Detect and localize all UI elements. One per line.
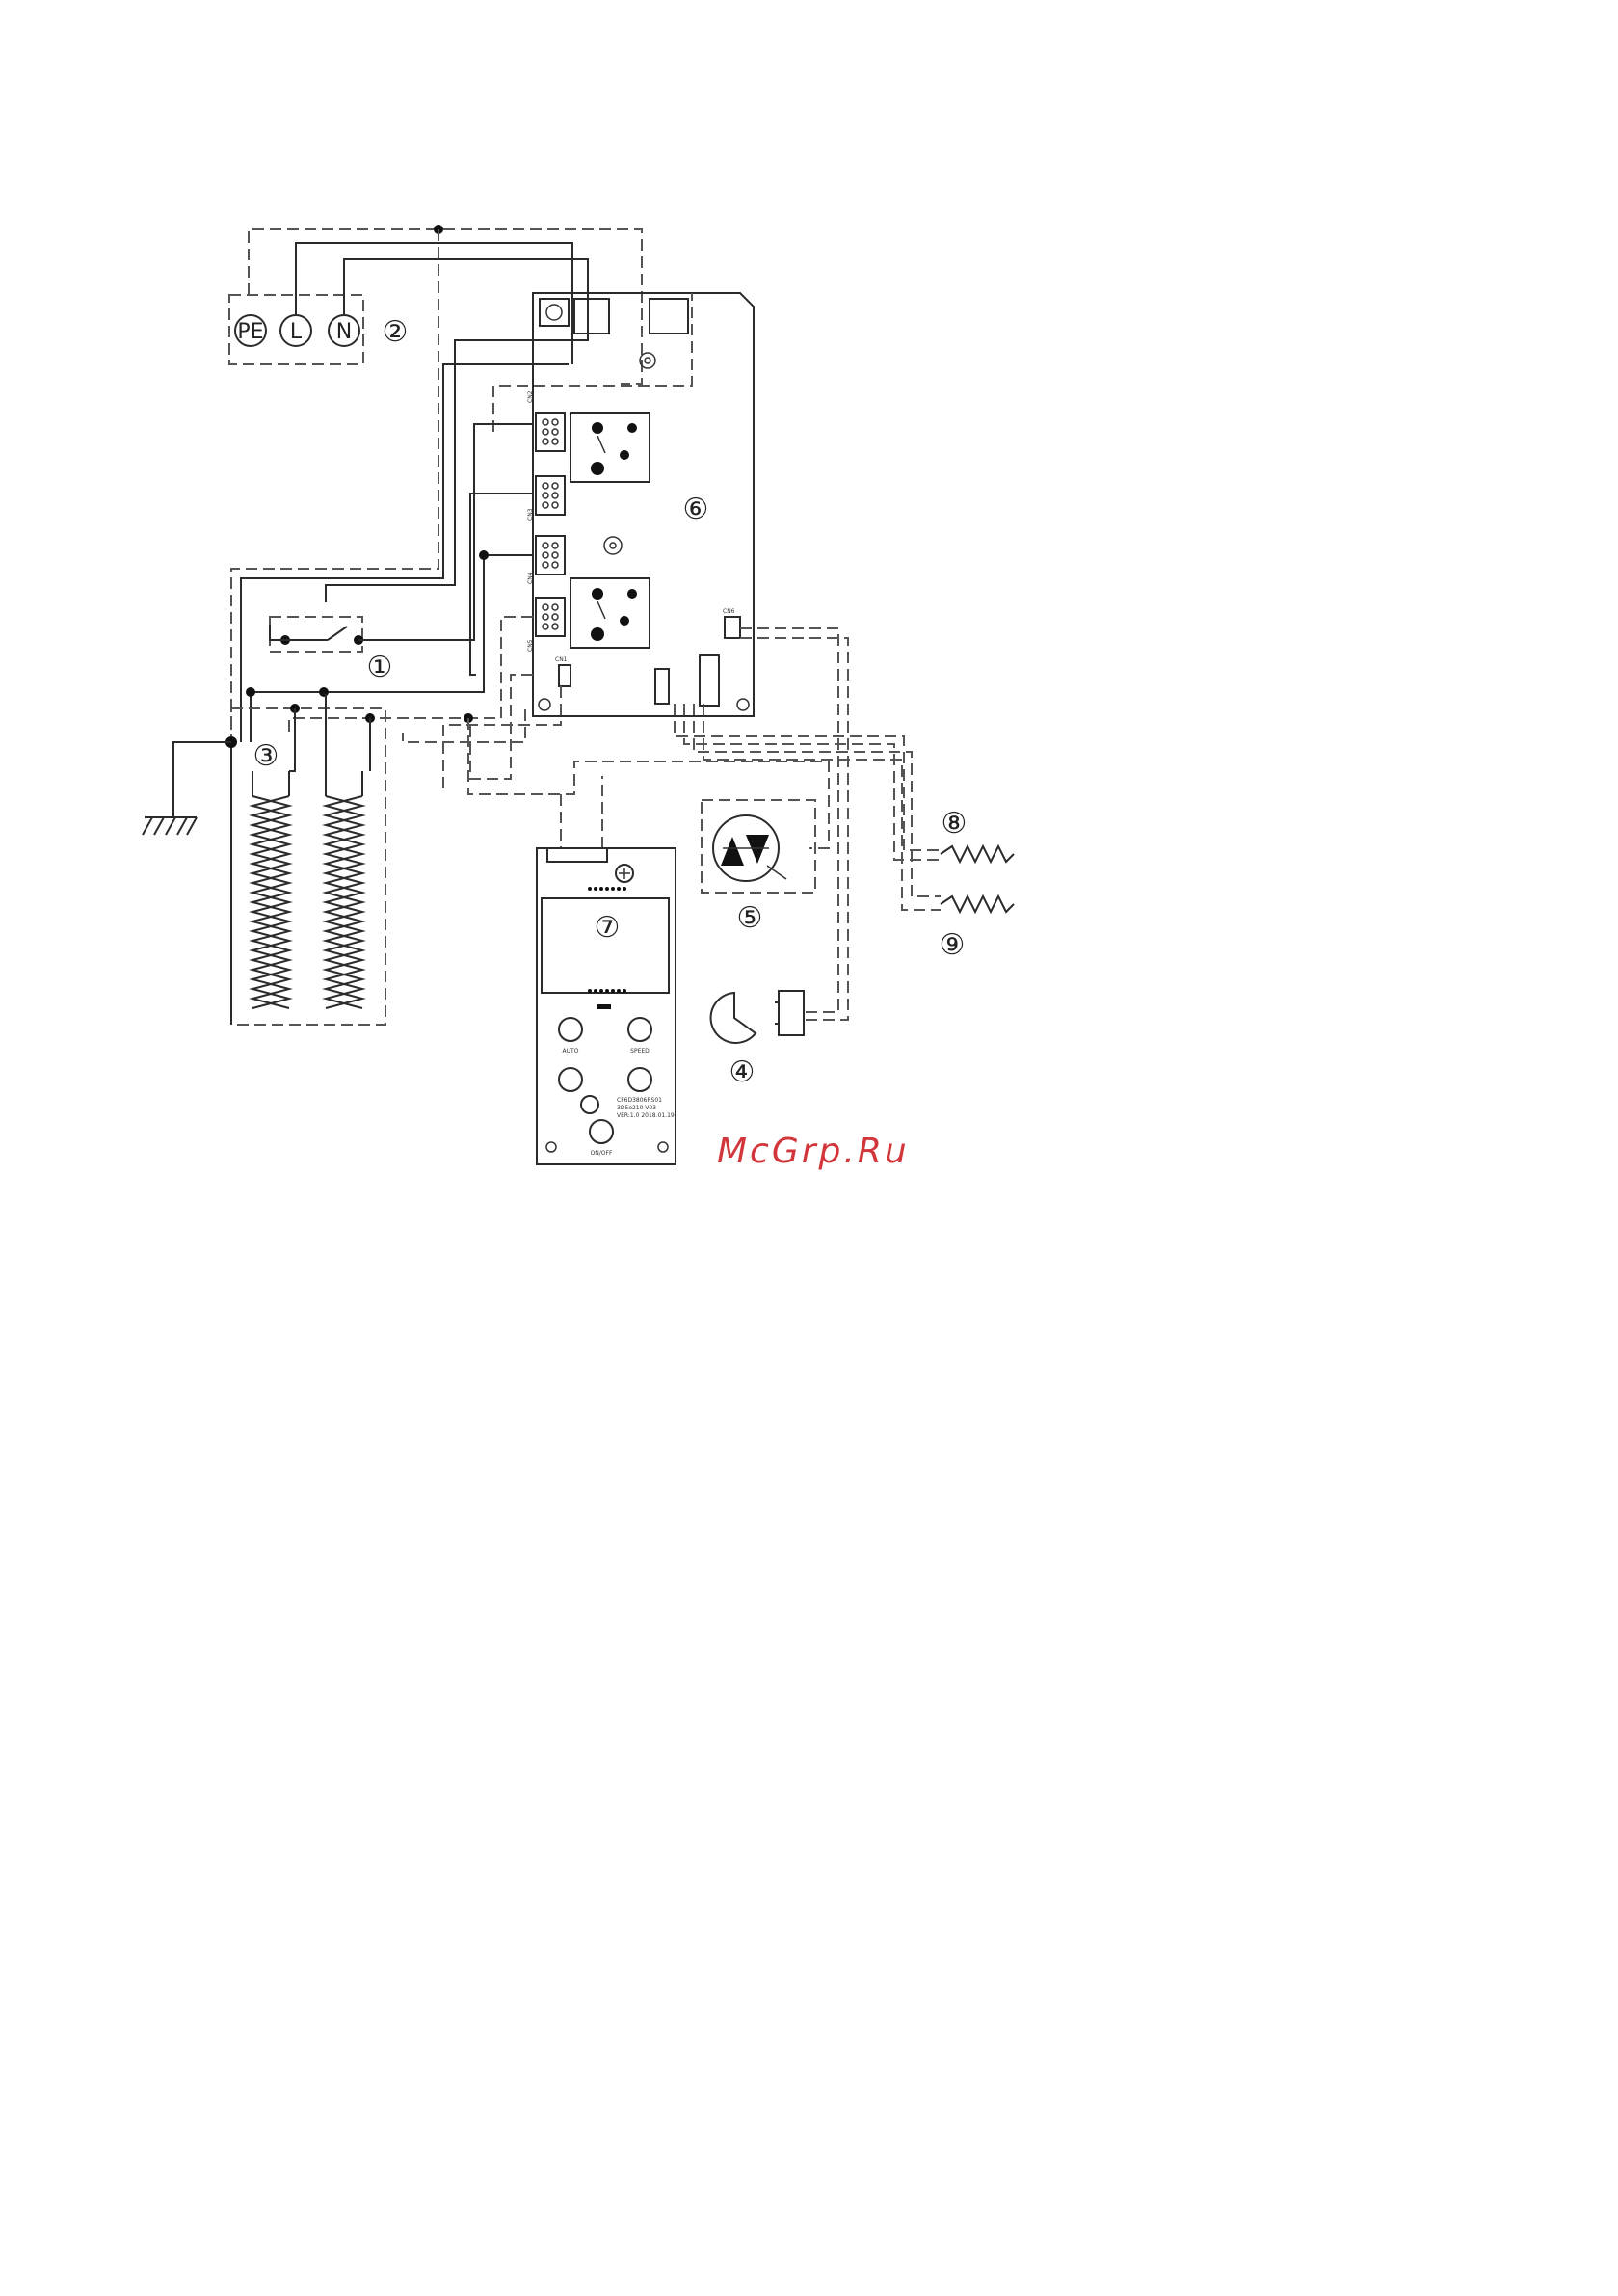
callout-4: ④ xyxy=(729,1055,756,1089)
power-terminal-block: PE L N ② xyxy=(229,295,408,364)
label-cn1: CN1 xyxy=(555,656,568,663)
display-board: AUTO SPEED ON/OFF CF6D3806RS01 3D5e210-V… xyxy=(468,718,829,1164)
callout-7: ⑦ xyxy=(595,911,621,945)
callout-9: ⑨ xyxy=(940,928,966,962)
label-cn3: CN3 xyxy=(527,508,534,521)
ground-icon xyxy=(143,742,231,835)
label-cn2: CN2 xyxy=(527,390,534,403)
callout-1: ① xyxy=(367,651,393,684)
thermal-fuse: ⑤ xyxy=(702,800,815,935)
btn-label-auto: AUTO xyxy=(563,1048,579,1055)
temperature-sensors: ⑧ ⑨ xyxy=(675,704,1014,962)
terminal-l: L xyxy=(290,320,303,344)
callout-5: ⑤ xyxy=(737,901,763,935)
terminal-pe: PE xyxy=(237,320,263,344)
label-cn6: CN6 xyxy=(723,608,735,615)
callout-8: ⑧ xyxy=(942,807,968,841)
board-text-2: 3D5e210-V03 xyxy=(617,1105,656,1111)
watermark: McGrp.Ru xyxy=(717,1132,910,1171)
board-text-1: CF6D3806RS01 xyxy=(617,1097,662,1104)
main-board: CN2 CN3 CN4 CN5 CN1 CN6 ⑥ xyxy=(493,293,754,716)
callout-6: ⑥ xyxy=(683,493,709,526)
btn-label-speed: SPEED xyxy=(630,1048,650,1055)
board-text-3: VER:1.0 2018.01.19 xyxy=(617,1112,675,1119)
btn-label-onoff: ON/OFF xyxy=(591,1150,613,1157)
callout-3: ③ xyxy=(253,739,279,773)
label-cn5: CN5 xyxy=(527,639,534,652)
label-cn4: CN4 xyxy=(527,572,534,584)
heating-elements: ③ xyxy=(225,694,473,1025)
terminal-n: N xyxy=(336,320,352,344)
callout-2: ② xyxy=(383,315,409,349)
supply-wiring xyxy=(231,225,642,742)
